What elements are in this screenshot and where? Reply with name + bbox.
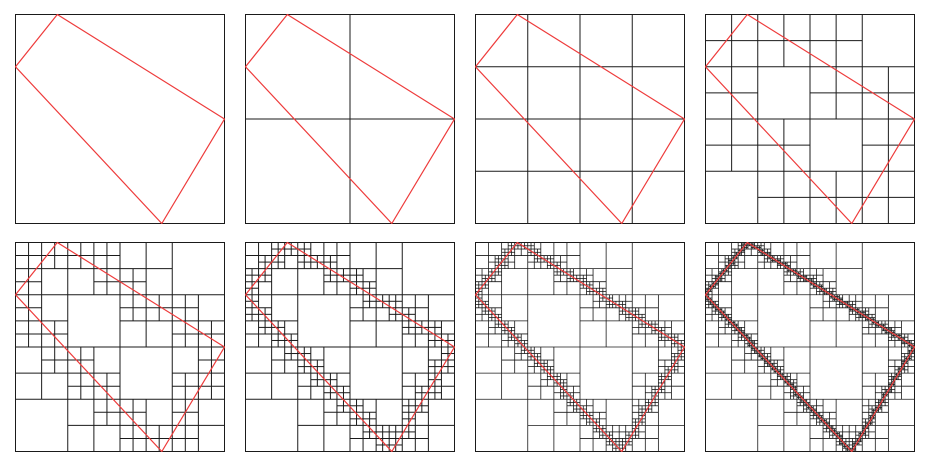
shape-outline [245,242,455,452]
quadtree-grid [245,14,455,224]
quadtree-grid [475,242,685,452]
shape-outline [245,14,455,224]
quadtree-grid [15,242,225,452]
quadtree-panel-depth-1 [245,14,455,224]
shape-outline [475,242,685,452]
quadtree-grid [245,242,455,452]
shape-outline [705,242,915,452]
panel-border [15,14,225,224]
panel-canvas [15,242,225,452]
quadtree-panel-depth-4 [15,242,225,452]
shape-outline [705,14,915,224]
panel-canvas [705,242,915,452]
quadtree-panel-depth-6 [475,242,685,452]
quadtree-panel-depth-2 [475,14,685,224]
panel-canvas [15,14,225,224]
quadtree-panel-depth-5 [245,242,455,452]
quadtree-grid [705,242,915,452]
panel-canvas [245,14,455,224]
quadtree-panel-depth-3 [705,14,915,224]
shape-outline [15,242,225,452]
panel-canvas [475,242,685,452]
panel-canvas [705,14,915,224]
quadtree-panel-depth-0 [15,14,225,224]
shape-outline [475,14,685,224]
quadtree-grid [475,14,685,224]
quadtree-panel-depth-7 [705,242,915,452]
shape-outline [15,14,225,224]
panel-canvas [245,242,455,452]
panel-canvas [475,14,685,224]
quadtree-grid [705,14,915,224]
